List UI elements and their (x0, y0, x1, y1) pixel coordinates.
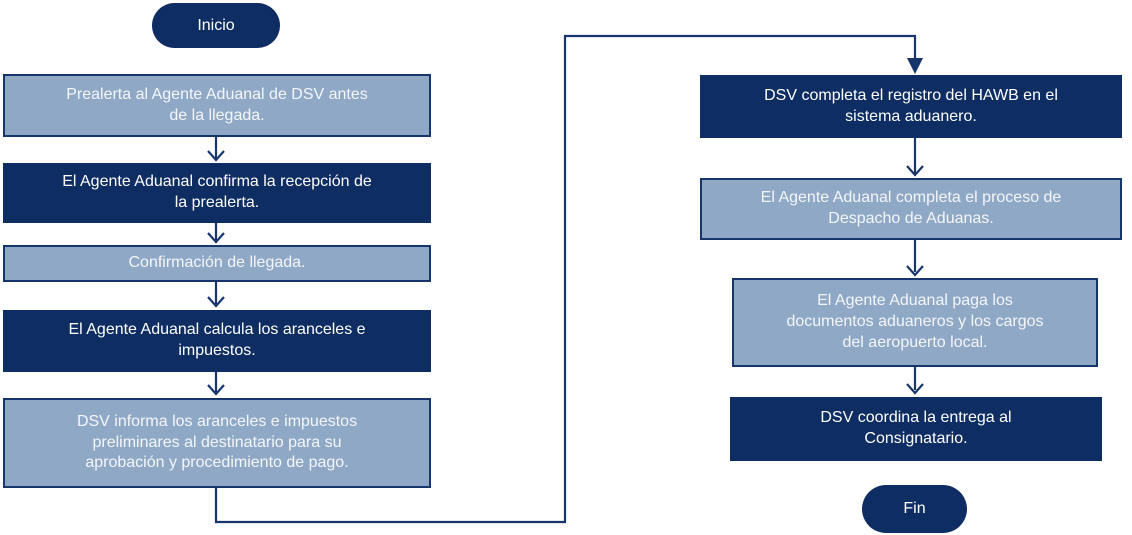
arrowhead-l2-l3 (207, 232, 225, 244)
connector-left-to-right (214, 34, 917, 524)
step-despacho-aduanas: El Agente Aduanal completa el proceso de… (700, 178, 1122, 240)
arrowhead-l4-l5 (207, 384, 225, 396)
step-informa-aranceles-preliminares: DSV informa los aranceles e impuestos pr… (3, 398, 431, 488)
step-registro-hawb: DSV completa el registro del HAWB en el … (700, 75, 1122, 138)
end-node: Fin (862, 485, 967, 533)
step-label: Confirmación de llegada. (128, 254, 306, 272)
step-label: DSV coordina la entrega al Consignatario… (820, 409, 1012, 447)
step-calcula-aranceles: El Agente Aduanal calcula los aranceles … (3, 310, 431, 372)
step-label: DSV informa los aranceles e impuestos pr… (76, 412, 358, 472)
step-paga-documentos-aduaneros: El Agente Aduanal paga los documentos ad… (732, 278, 1098, 367)
arrowhead-r3-r4 (906, 383, 924, 395)
arrowhead-l3-l4 (207, 296, 225, 308)
step-label: Prealerta al Agente Aduanal de DSV antes… (66, 85, 368, 124)
step-prealerta-agente-aduanal: Prealerta al Agente Aduanal de DSV antes… (3, 74, 431, 137)
arrowhead-l1-l2 (207, 150, 225, 162)
arrowhead-r1-r2 (906, 165, 924, 177)
step-label: El Agente Aduanal calcula los aranceles … (68, 321, 366, 359)
step-label: DSV completa el registro del HAWB en el … (764, 86, 1058, 125)
start-node-label: Inicio (197, 16, 235, 34)
step-label: El Agente Aduanal completa el proceso de… (760, 189, 1062, 227)
step-label: El Agente Aduanal paga los documentos ad… (786, 292, 1044, 351)
step-confirma-recepcion-prealerta: El Agente Aduanal confirma la recepción … (3, 163, 431, 223)
start-node: Inicio (152, 3, 280, 48)
step-label: El Agente Aduanal confirma la recepción … (62, 173, 372, 211)
arrowhead-connector (907, 58, 923, 74)
step-confirmacion-llegada: Confirmación de llegada. (3, 245, 431, 282)
step-coordina-entrega: DSV coordina la entrega al Consignatario… (730, 397, 1102, 461)
arrowhead-r2-r3 (906, 265, 924, 277)
end-node-label: Fin (903, 500, 926, 517)
